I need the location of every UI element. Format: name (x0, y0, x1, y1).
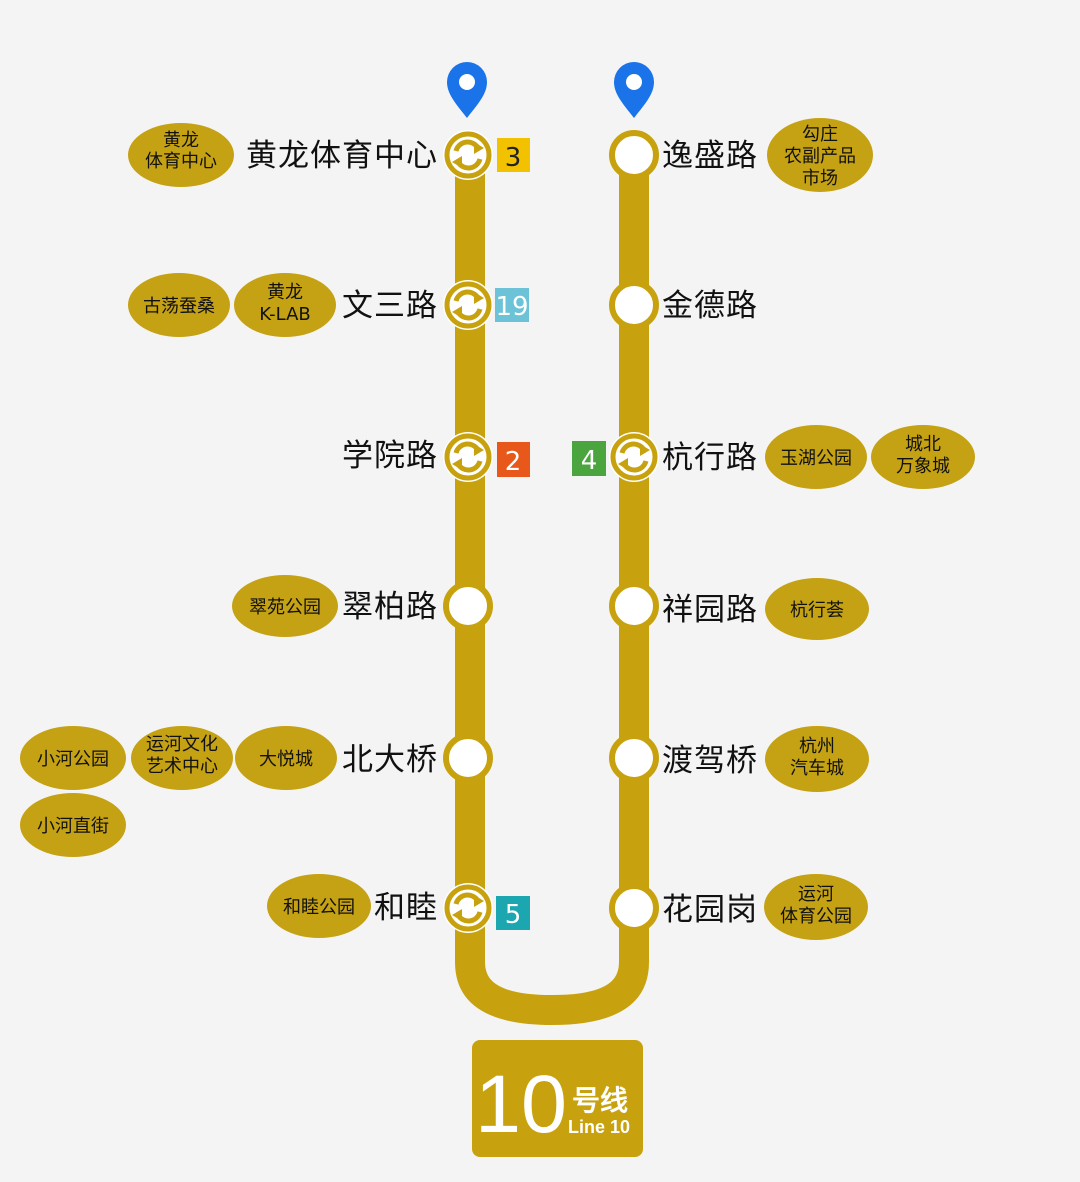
station-beidaqiao[interactable]: 北大桥 小河公园 运河文化 艺术中心 大悦城 小河直街 (20, 726, 493, 857)
svg-text:翠苑公园: 翠苑公园 (249, 597, 321, 618)
station-hangxing[interactable]: 杭行路 4 玉湖公园 城北 万象城 (572, 425, 975, 489)
poi-bubble: 勾庄 农副产品 市场 (767, 118, 873, 192)
line-label-en: Line 10 (568, 1117, 630, 1137)
station-name: 学院路 (342, 438, 438, 474)
svg-text:小河直街: 小河直街 (37, 816, 109, 837)
transfer-line-badge: 4 (572, 441, 606, 476)
terminus-pin-icon (447, 62, 487, 118)
transfer-station-icon (443, 130, 493, 180)
station-xiangyuan[interactable]: 祥园路 杭行荟 (609, 578, 869, 640)
station-name: 文三路 (342, 288, 438, 324)
svg-text:2: 2 (505, 447, 522, 477)
transfer-line-badge: 5 (496, 896, 530, 930)
station-hemu[interactable]: 和睦 5 和睦公园 (267, 874, 530, 938)
svg-text:19: 19 (495, 292, 528, 322)
station-circle-icon (443, 733, 493, 783)
poi-bubble: 小河直街 (20, 793, 126, 857)
station-circle-icon (609, 581, 659, 631)
svg-text:汽车城: 汽车城 (790, 758, 844, 779)
transfer-station-icon (443, 883, 493, 933)
svg-text:黄龙: 黄龙 (163, 130, 199, 151)
station-xueyuan[interactable]: 学院路 2 (342, 432, 530, 482)
line-10-route (455, 135, 649, 1025)
svg-text:5: 5 (505, 900, 522, 930)
line-10-badge: 10 号线 Line 10 (472, 1040, 643, 1157)
svg-text:农副产品: 农副产品 (784, 146, 856, 167)
svg-text:运河: 运河 (798, 884, 834, 905)
poi-bubble: 城北 万象城 (871, 425, 975, 489)
svg-text:大悦城: 大悦城 (259, 749, 313, 770)
poi-bubble: 黄龙 体育中心 (128, 123, 234, 187)
svg-text:玉湖公园: 玉湖公园 (780, 448, 852, 469)
transfer-station-icon (609, 432, 659, 482)
transfer-line-badge: 3 (497, 138, 530, 173)
poi-bubble: 翠苑公园 (232, 575, 338, 637)
station-name: 黄龙体育中心 (246, 138, 438, 174)
svg-text:4: 4 (581, 446, 598, 476)
poi-bubble: 黄龙 K-LAB (234, 273, 336, 337)
svg-text:杭行荟: 杭行荟 (790, 600, 844, 621)
station-name: 金德路 (662, 288, 758, 324)
svg-text:杭州: 杭州 (799, 736, 835, 757)
station-dujia[interactable]: 渡驾桥 杭州 汽车城 (609, 726, 869, 792)
station-circle-icon (609, 733, 659, 783)
poi-bubble: 运河文化 艺术中心 (131, 726, 233, 790)
station-name: 渡驾桥 (662, 743, 758, 779)
transfer-station-icon (443, 280, 493, 330)
svg-text:小河公园: 小河公园 (37, 749, 109, 770)
svg-text:K-LAB: K-LAB (259, 304, 311, 325)
poi-bubble: 运河 体育公园 (764, 874, 868, 940)
station-huayuangang[interactable]: 花园岗 运河 体育公园 (609, 874, 868, 940)
line-label-zh: 号线 (572, 1084, 628, 1117)
svg-text:和睦公园: 和睦公园 (283, 897, 355, 918)
svg-text:体育公园: 体育公园 (780, 906, 852, 927)
poi-bubble: 杭行荟 (765, 578, 869, 640)
svg-text:城北: 城北 (905, 434, 941, 455)
poi-bubble: 小河公园 (20, 726, 126, 790)
svg-text:市场: 市场 (802, 168, 838, 189)
poi-bubble: 大悦城 (235, 726, 337, 790)
station-name: 北大桥 (342, 742, 438, 778)
svg-text:万象城: 万象城 (896, 456, 950, 477)
transfer-line-badge: 2 (497, 442, 530, 477)
station-huanglong[interactable]: 黄龙体育中心 3 黄龙 体育中心 (128, 123, 530, 187)
station-circle-icon (609, 280, 659, 330)
svg-text:运河文化: 运河文化 (146, 734, 218, 755)
svg-text:黄龙: 黄龙 (267, 282, 303, 303)
station-circle-icon (443, 581, 493, 631)
poi-bubble: 杭州 汽车城 (765, 726, 869, 792)
station-cuibai[interactable]: 翠柏路 翠苑公园 (232, 575, 493, 637)
station-wensan[interactable]: 文三路 19 古荡蚕桑 黄龙 K-LAB (128, 273, 529, 337)
station-name: 和睦 (374, 890, 438, 926)
svg-text:体育中心: 体育中心 (145, 151, 217, 172)
station-circle-icon (609, 130, 659, 180)
transfer-line-badge: 19 (495, 288, 529, 322)
station-name: 杭行路 (662, 440, 758, 476)
station-name: 花园岗 (662, 892, 758, 928)
station-jinde[interactable]: 金德路 (609, 280, 758, 330)
svg-text:艺术中心: 艺术中心 (146, 756, 218, 777)
station-name: 逸盛路 (662, 138, 758, 174)
poi-bubble: 古荡蚕桑 (128, 273, 230, 337)
transfer-station-icon (443, 432, 493, 482)
svg-text:3: 3 (505, 143, 522, 173)
svg-text:古荡蚕桑: 古荡蚕桑 (143, 296, 215, 317)
station-name: 祥园路 (662, 592, 758, 628)
line-number: 10 (475, 1059, 567, 1150)
station-yisheng[interactable]: 逸盛路 勾庄 农副产品 市场 (609, 118, 873, 192)
poi-bubble: 玉湖公园 (765, 425, 867, 489)
terminus-pin-icon (614, 62, 654, 118)
svg-text:勾庄: 勾庄 (802, 124, 838, 145)
poi-bubble: 和睦公园 (267, 874, 371, 938)
station-circle-icon (609, 883, 659, 933)
station-name: 翠柏路 (342, 589, 438, 625)
